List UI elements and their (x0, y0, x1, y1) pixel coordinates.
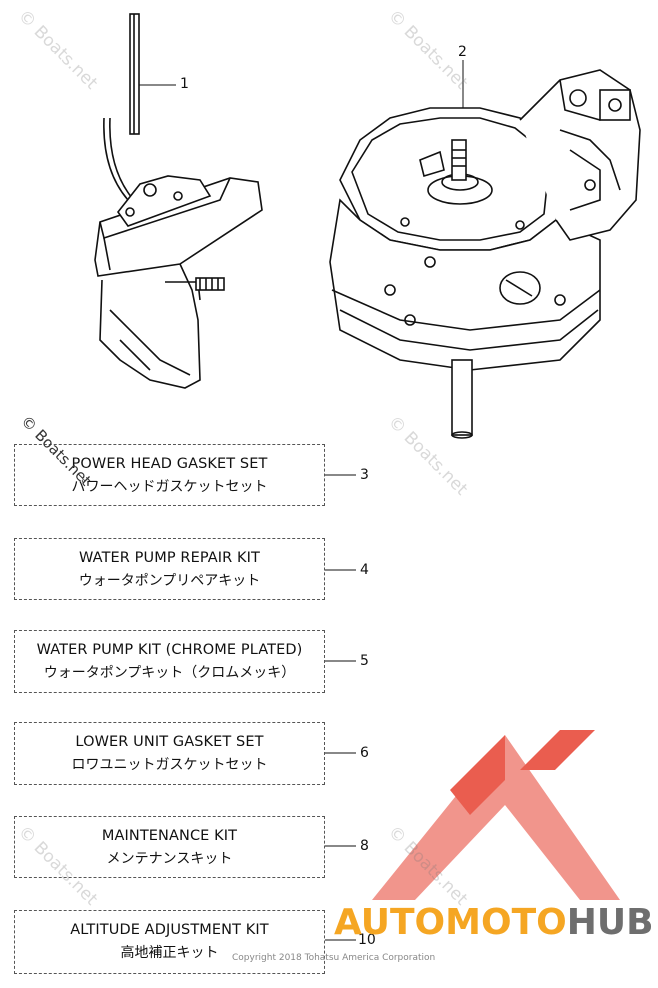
power-head-drawing (329, 69, 641, 439)
kit-box-lower-unit-gasket-set: LOWER UNIT GASKET SET ロワユニットガスケットセット (14, 722, 325, 785)
copyright-text: Copyright 2018 Tohatsu America Corporati… (232, 953, 436, 963)
kit-label-jp: パワーヘッドガスケットセット (71, 479, 268, 495)
kit-label-jp: メンテナンスキット (106, 851, 233, 867)
kit-box-altitude-adjustment-kit: ALTITUDE ADJUSTMENT KIT 高地補正キット (14, 910, 325, 974)
callout-10: 10 (358, 932, 376, 948)
kit-label-en: POWER HEAD GASKET SET (71, 456, 268, 472)
callout-2: 2 (458, 44, 467, 60)
callout-6: 6 (360, 745, 369, 761)
kit-label-jp: 高地補正キット (120, 945, 219, 961)
lower-unit-drawing (94, 13, 263, 389)
automotohub-logo-text: AUTOMOTOHUB (334, 902, 654, 943)
kit-label-en: ALTITUDE ADJUSTMENT KIT (70, 922, 269, 938)
callout-5: 5 (360, 653, 369, 669)
logo-word-hub: HUB (566, 902, 654, 943)
kit-box-power-head-gasket-set: POWER HEAD GASKET SET パワーヘッドガスケットセット (14, 444, 325, 506)
kit-label-jp: ロワユニットガスケットセット (71, 757, 268, 773)
callout-8: 8 (360, 838, 369, 854)
leader-lines (139, 60, 464, 941)
kit-box-water-pump-repair-kit: WATER PUMP REPAIR KIT ウォータポンプリペアキット (14, 538, 325, 600)
kit-label-en: WATER PUMP REPAIR KIT (79, 550, 260, 566)
callout-3: 3 (360, 467, 369, 483)
kit-label-en: MAINTENANCE KIT (101, 828, 238, 844)
callout-4: 4 (360, 562, 369, 578)
logo-word-automoto: AUTOMOTO (334, 902, 567, 943)
kit-label-jp: ウォータポンプキット（クロムメッキ） (43, 665, 296, 681)
kit-label-en: LOWER UNIT GASKET SET (75, 734, 264, 750)
kit-label-en: WATER PUMP KIT (CHROME PLATED) (36, 642, 303, 658)
kit-label-jp: ウォータポンプリペアキット (78, 573, 261, 589)
kit-box-water-pump-kit-chrome: WATER PUMP KIT (CHROME PLATED) ウォータポンプキッ… (14, 630, 325, 693)
callout-1: 1 (180, 76, 189, 92)
kit-box-maintenance-kit: MAINTENANCE KIT メンテナンスキット (14, 816, 325, 878)
automotohub-logo-mark (372, 730, 620, 900)
